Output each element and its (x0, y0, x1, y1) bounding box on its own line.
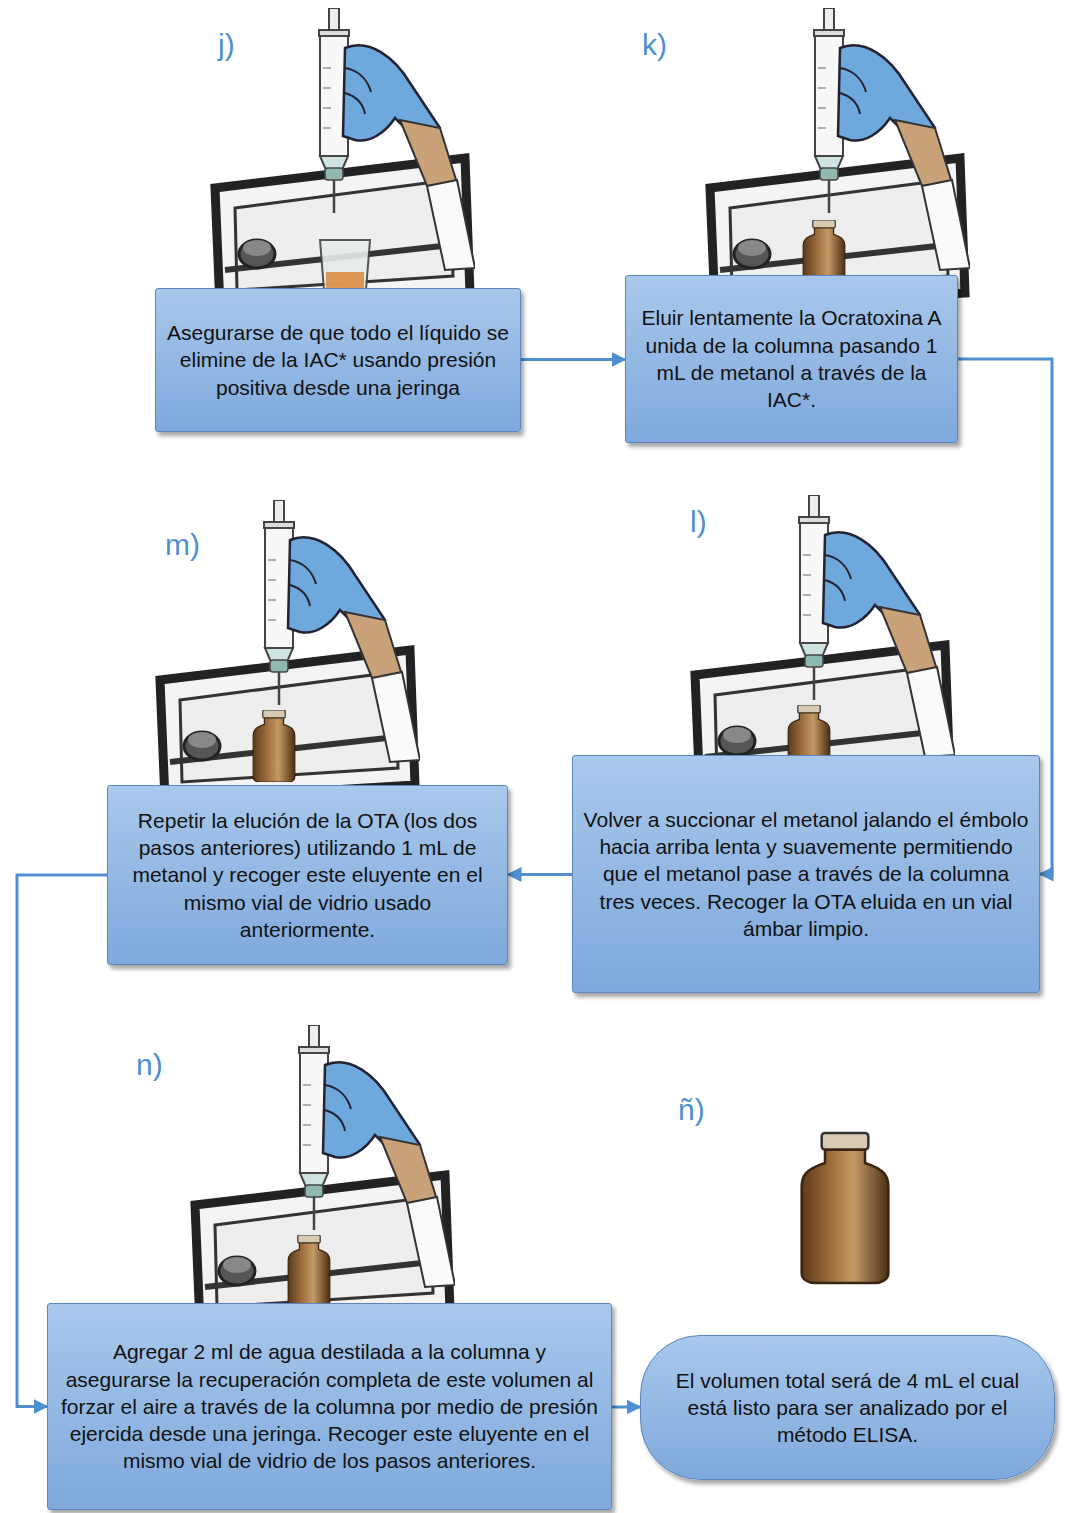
step-letter: l) (690, 505, 707, 539)
step-letter: j) (218, 28, 235, 62)
process-box: Asegurarse de que todo el líquido se eli… (155, 288, 521, 432)
step-letter: m) (165, 528, 200, 562)
process-box: Eluir lentamente la Ocratoxina A unida d… (625, 275, 958, 443)
step-text: Volver a succionar el metanol jalando el… (583, 806, 1029, 942)
flow-arrow (521, 358, 625, 361)
flow-arrow (508, 873, 572, 876)
step-text: Repetir la elución de la OTA (los dos pa… (118, 807, 497, 943)
process-box: Volver a succionar el metanol jalando el… (572, 755, 1040, 993)
step-text: Asegurarse de que todo el líquido se eli… (166, 319, 510, 401)
beaker (320, 240, 370, 290)
step-letter: ñ) (678, 1093, 705, 1127)
step-letter: k) (642, 28, 667, 62)
process-box: Agregar 2 ml de agua destilada a la colu… (47, 1303, 612, 1510)
flow-arrow (612, 1406, 640, 1409)
step-text: Agregar 2 ml de agua destilada a la colu… (58, 1338, 601, 1474)
step-text: Eluir lentamente la Ocratoxina A unida d… (636, 304, 947, 413)
step-letter: n) (136, 1048, 163, 1082)
process-box: Repetir la elución de la OTA (los dos pa… (107, 785, 508, 965)
terminal-pill: El volumen total será de 4 mL el cual es… (640, 1335, 1055, 1480)
step-text: El volumen total será de 4 mL el cual es… (675, 1367, 1020, 1449)
